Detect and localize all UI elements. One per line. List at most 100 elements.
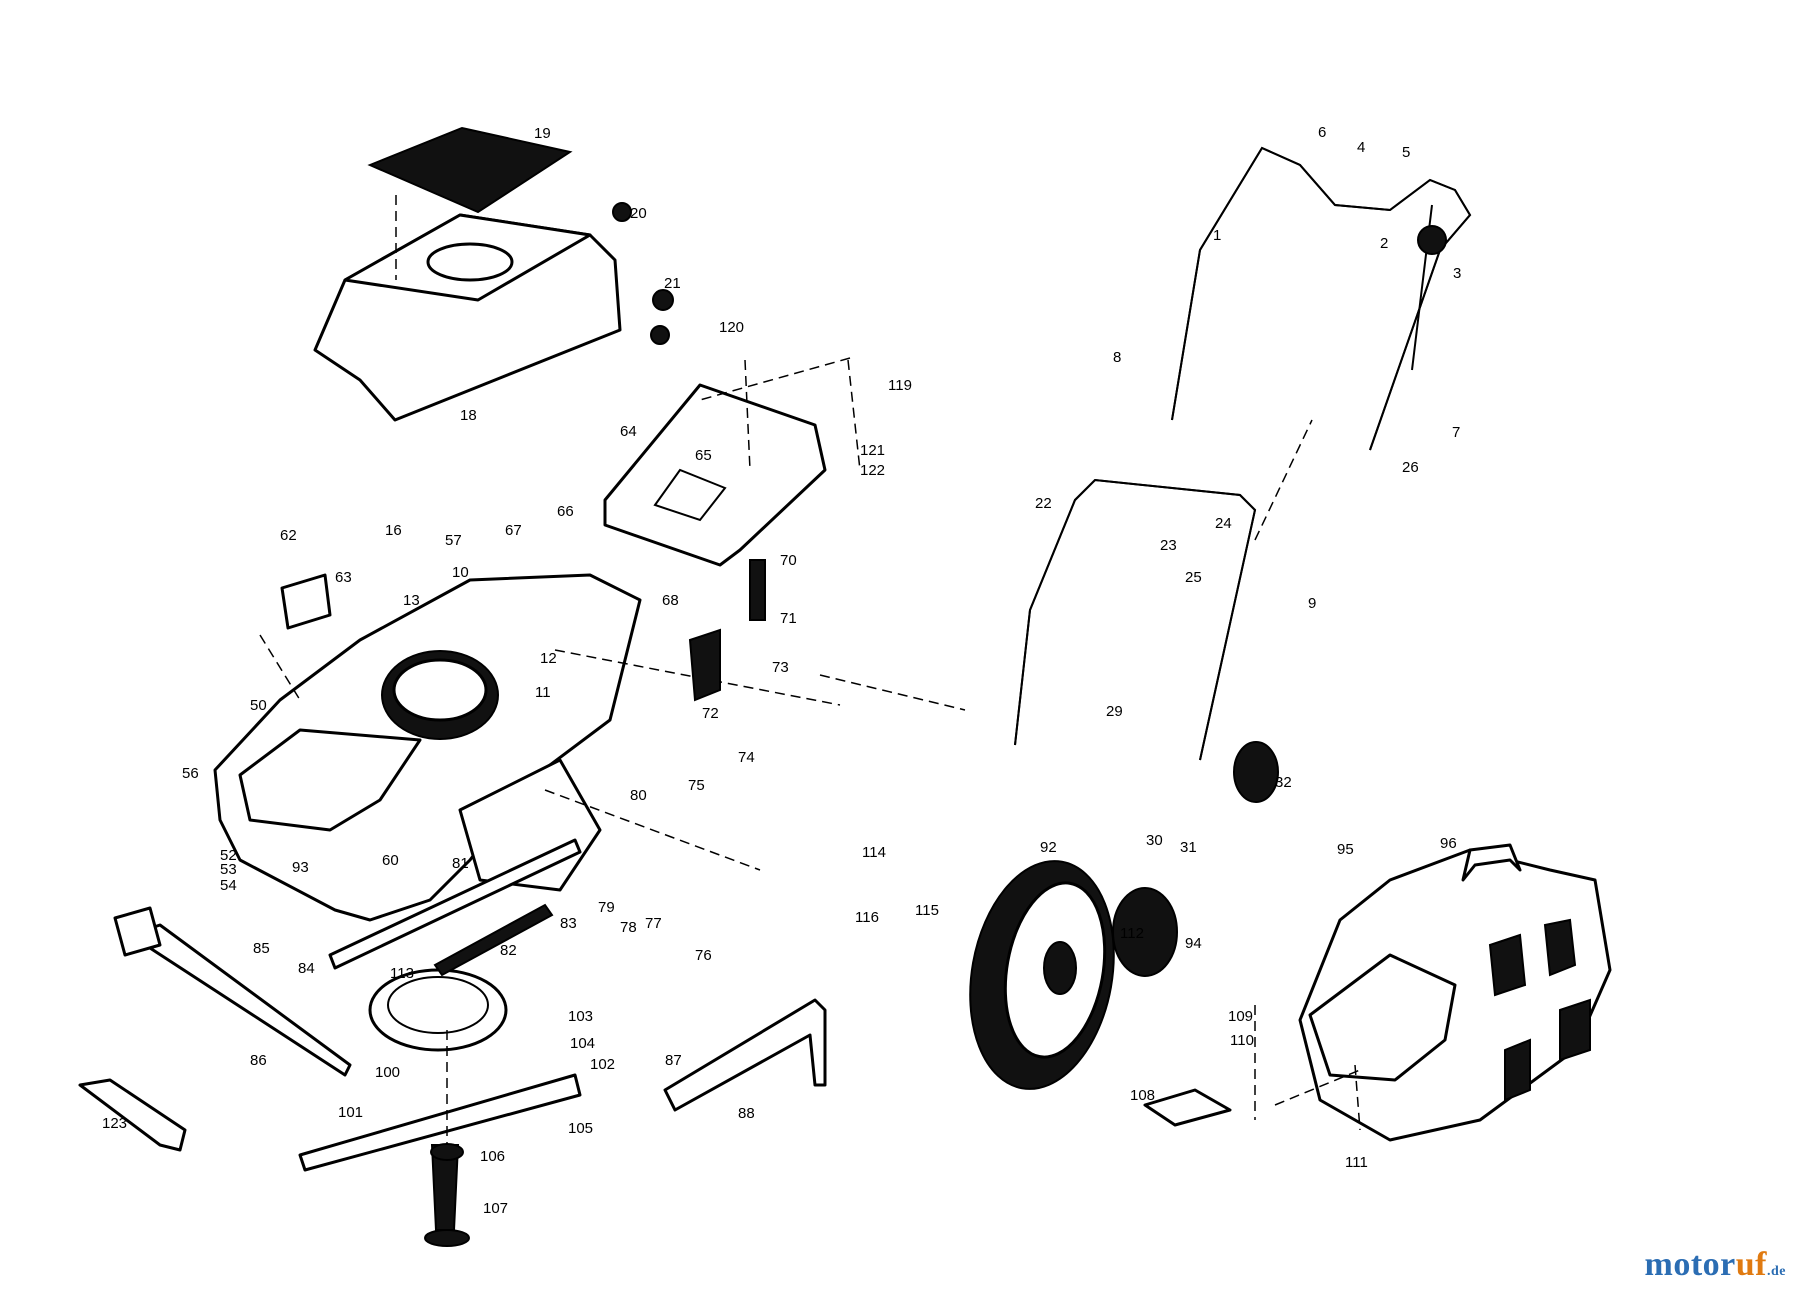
part-label-75: 75	[688, 777, 705, 794]
part-label-81: 81	[452, 855, 469, 872]
part-label-12: 12	[540, 650, 557, 667]
part-label-29: 29	[1106, 703, 1123, 720]
part-label-74: 74	[738, 749, 755, 766]
part-label-122: 122	[860, 462, 885, 479]
part-label-57: 57	[445, 532, 462, 549]
rear-cover	[603, 357, 861, 567]
part-label-77: 77	[645, 915, 662, 932]
part-label-72: 72	[702, 705, 719, 722]
part-label-110: 110	[1230, 1032, 1254, 1049]
brand-part-2: uf	[1735, 1246, 1767, 1283]
part-label-109: 109	[1228, 1008, 1253, 1025]
part-label-6: 6	[1318, 124, 1326, 141]
part-label-104: 104	[570, 1035, 595, 1052]
part-label-62: 62	[280, 527, 297, 544]
part-label-80: 80	[630, 787, 647, 804]
part-label-13: 13	[403, 592, 420, 609]
part-label-10: 10	[452, 564, 469, 581]
part-label-113: 113	[390, 965, 414, 982]
part-label-112: 112	[1120, 925, 1144, 942]
part-label-120: 120	[719, 319, 744, 336]
part-label-18: 18	[460, 407, 477, 424]
brand-watermark: motoruf.de	[1645, 1246, 1786, 1284]
part-label-78: 78	[620, 919, 637, 936]
part-label-107: 107	[483, 1200, 508, 1217]
part-label-22: 22	[1035, 495, 1052, 512]
part-label-96: 96	[1440, 835, 1457, 852]
part-label-20: 20	[630, 205, 647, 222]
brand-part-3: .de	[1767, 1264, 1786, 1279]
part-label-5: 5	[1402, 144, 1410, 161]
fan-and-blade	[298, 968, 582, 1247]
part-label-71: 71	[780, 610, 797, 627]
part-label-88: 88	[738, 1105, 755, 1122]
grass-catcher-box	[1298, 843, 1612, 1142]
part-label-85: 85	[253, 940, 270, 957]
part-label-66: 66	[557, 503, 574, 520]
part-label-87: 87	[665, 1052, 682, 1069]
part-label-26: 26	[1402, 459, 1419, 476]
part-label-64: 64	[620, 423, 637, 440]
brand-part-1: motor	[1644, 1246, 1736, 1283]
part-label-86: 86	[250, 1052, 267, 1069]
part-label-103: 103	[568, 1008, 593, 1025]
part-label-114: 114	[862, 844, 886, 861]
part-label-83: 83	[560, 915, 577, 932]
mower-deck	[213, 573, 841, 922]
part-label-73: 73	[772, 659, 789, 676]
part-label-70: 70	[780, 552, 797, 569]
part-label-100: 100	[375, 1064, 400, 1081]
part-label-56: 56	[182, 765, 199, 782]
part-label-2: 2	[1380, 235, 1388, 252]
part-label-121: 121	[860, 442, 885, 459]
part-label-63: 63	[335, 569, 352, 586]
engine-hood	[313, 126, 622, 422]
part-label-106: 106	[480, 1148, 505, 1165]
part-label-9: 9	[1308, 595, 1316, 612]
part-label-8: 8	[1113, 349, 1121, 366]
part-label-16: 16	[385, 522, 402, 539]
part-label-68: 68	[662, 592, 679, 609]
wheel	[969, 741, 1279, 1090]
upper-handle	[1171, 146, 1472, 451]
part-label-67: 67	[505, 522, 522, 539]
part-label-25: 25	[1185, 569, 1202, 586]
part-label-31: 31	[1180, 839, 1197, 856]
part-label-53: 53	[220, 861, 237, 878]
part-label-65: 65	[695, 447, 712, 464]
part-label-52: 52	[220, 847, 237, 864]
part-label-93: 93	[292, 859, 309, 876]
part-label-4: 4	[1357, 139, 1365, 156]
part-label-123: 123	[102, 1115, 127, 1132]
part-label-95: 95	[1337, 841, 1354, 858]
part-label-54: 54	[220, 877, 237, 894]
part-label-76: 76	[695, 947, 712, 964]
part-label-60: 60	[382, 852, 399, 869]
lower-handle	[819, 419, 1313, 761]
part-label-116: 116	[855, 909, 879, 926]
part-label-1: 1	[1213, 227, 1221, 244]
part-label-50: 50	[250, 697, 267, 714]
part-label-102: 102	[590, 1056, 615, 1073]
part-label-108: 108	[1130, 1087, 1155, 1104]
part-label-94: 94	[1185, 935, 1202, 952]
part-label-105: 105	[568, 1120, 593, 1137]
part-label-115: 115	[915, 902, 939, 919]
part-label-21: 21	[664, 275, 681, 292]
part-label-30: 30	[1146, 832, 1163, 849]
part-label-7: 7	[1452, 424, 1460, 441]
part-label-92: 92	[1040, 839, 1057, 856]
part-label-119: 119	[888, 377, 912, 394]
part-label-24: 24	[1215, 515, 1232, 532]
axles-and-springs	[78, 202, 1361, 1152]
part-label-3: 3	[1453, 265, 1461, 282]
part-label-23: 23	[1160, 537, 1177, 554]
part-label-111: 111	[1345, 1154, 1368, 1171]
part-label-101: 101	[338, 1104, 363, 1121]
part-label-82: 82	[500, 942, 517, 959]
part-label-79: 79	[598, 899, 615, 916]
part-label-19: 19	[534, 125, 551, 142]
part-label-32: 32	[1275, 774, 1292, 791]
